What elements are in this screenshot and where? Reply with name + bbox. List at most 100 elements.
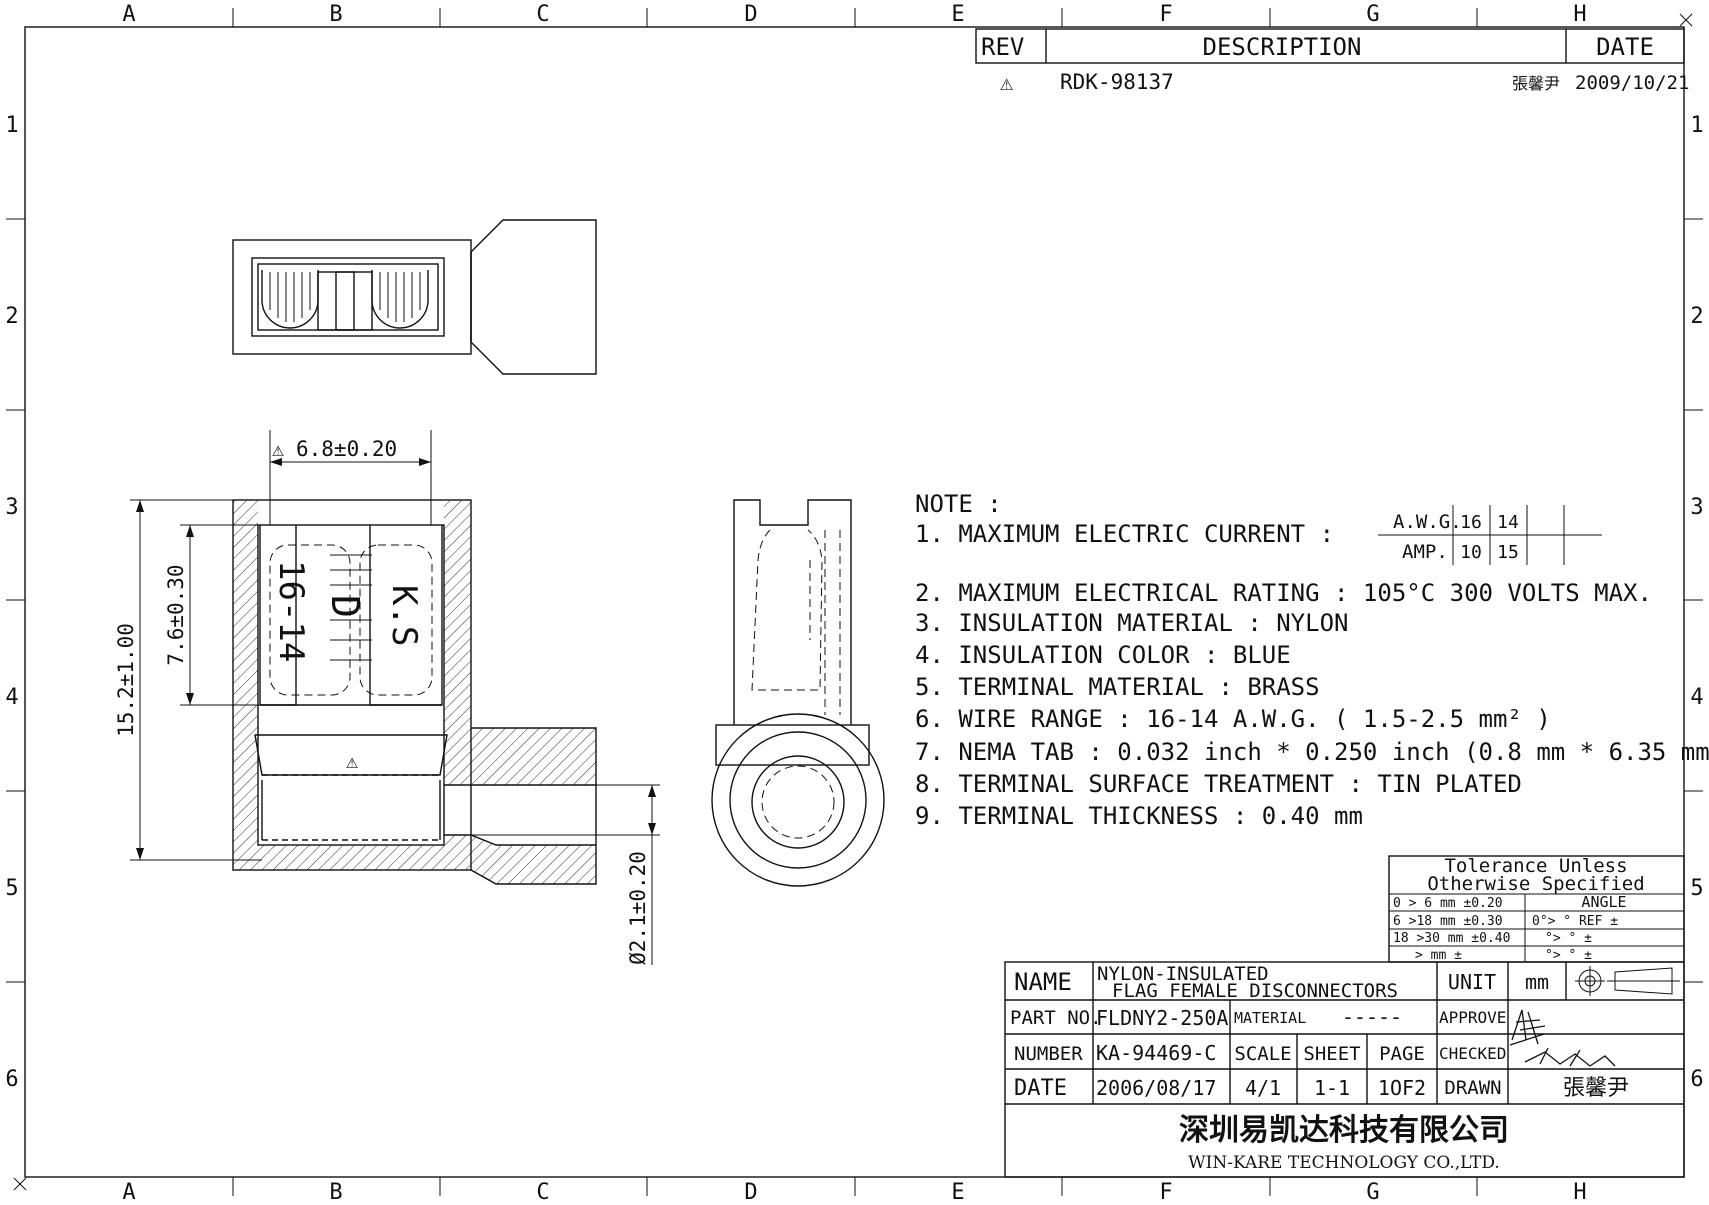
material-value: ----- bbox=[1342, 1005, 1402, 1029]
note-3: 3. INSULATION MATERIAL : NYLON bbox=[915, 609, 1348, 637]
sheet-label: SHEET bbox=[1303, 1043, 1360, 1065]
col-label-h-bottom: H bbox=[1573, 1180, 1586, 1205]
row-label-3-right: 3 bbox=[1690, 495, 1703, 520]
side-view-drawing bbox=[711, 499, 885, 887]
approval-signature bbox=[1509, 1009, 1616, 1067]
revision-symbol-icon: ⚠ bbox=[1000, 71, 1013, 96]
col-label-c-top: C bbox=[536, 2, 549, 27]
row-label-6-right: 6 bbox=[1690, 1067, 1703, 1092]
note-2: 2. MAXIMUM ELECTRICAL RATING : 105°C 300… bbox=[915, 579, 1652, 607]
note-8: 8. TERMINAL SURFACE TREATMENT : TIN PLAT… bbox=[915, 770, 1522, 798]
tolerance-angle-header: ANGLE bbox=[1581, 893, 1626, 911]
width-dimension-icon: ⚠ bbox=[272, 437, 284, 461]
col-label-g-bottom: G bbox=[1366, 1180, 1379, 1205]
col-label-d-top: D bbox=[744, 2, 757, 27]
col-label-a-top: A bbox=[122, 2, 135, 27]
col-label-c-bottom: C bbox=[536, 1180, 549, 1205]
row-label-2-right: 2 bbox=[1690, 304, 1703, 329]
row-label-4-left: 4 bbox=[5, 685, 18, 710]
tolerance-title-1: Tolerance Unless bbox=[1444, 855, 1627, 877]
warning-triangle-icon: ⚠ bbox=[346, 749, 358, 773]
col-label-f-top: F bbox=[1159, 2, 1172, 27]
note-4: 4. INSULATION COLOR : BLUE bbox=[915, 641, 1291, 669]
number-label: NUMBER bbox=[1014, 1043, 1083, 1065]
company-name-chinese: 深圳易凯达科技有限公司 bbox=[1179, 1113, 1509, 1148]
note-1: 1. MAXIMUM ELECTRIC CURRENT : bbox=[915, 520, 1334, 548]
diameter-dimension: Ø2.1±0.20 bbox=[626, 851, 650, 965]
col-label-h-top: H bbox=[1573, 2, 1586, 27]
revision-description: RDK-98137 bbox=[1060, 70, 1174, 94]
note-6: 6. WIRE RANGE : 16-14 A.W.G. ( 1.5-2.5 m… bbox=[915, 705, 1551, 733]
drawn-label: DRAWN bbox=[1444, 1077, 1501, 1099]
row-label-6-left: 6 bbox=[5, 1067, 18, 1092]
title-block: NAME NYLON-INSULATED FLAG FEMALE DISCONN… bbox=[1004, 961, 1685, 1178]
part-name-line-2: FLAG FEMALE DISCONNECTORS bbox=[1112, 980, 1398, 1002]
drawing-frame: A B C D E F G H A B C D E F G H 1 2 3 4 … bbox=[5, 2, 1703, 1205]
col-label-a-bottom: A bbox=[122, 1180, 135, 1205]
tolerance-row-2: 6 >18 mm ±0.30 bbox=[1393, 914, 1503, 929]
amp-label: AMP. bbox=[1402, 541, 1448, 563]
amp-10: 10 bbox=[1460, 542, 1482, 563]
note-7: 7. NEMA TAB : 0.032 inch * 0.250 inch (0… bbox=[915, 738, 1709, 766]
col-label-b-top: B bbox=[329, 2, 342, 27]
description-header: DESCRIPTION bbox=[1203, 33, 1362, 61]
front-section-drawing: 16-14 D K.S ⚠ ⚠ 6.8±0.20 15.2±1.00 7.6±0… bbox=[114, 430, 660, 965]
name-label: NAME bbox=[1014, 968, 1072, 996]
tolerance-table: Tolerance Unless Otherwise Specified ANG… bbox=[1388, 855, 1685, 963]
tolerance-row-4: > mm ± bbox=[1415, 948, 1462, 963]
col-label-d-bottom: D bbox=[744, 1180, 757, 1205]
height-inner-dimension: 7.6±0.30 bbox=[164, 564, 188, 665]
awg-label: A.W.G. bbox=[1393, 511, 1462, 533]
col-label-f-bottom: F bbox=[1159, 1180, 1172, 1205]
brand-marking: K.S bbox=[384, 585, 424, 646]
letter-marking: D bbox=[323, 595, 367, 618]
company-name-english: WIN-KARE TECHNOLOGY CO.,LTD. bbox=[1188, 1153, 1500, 1173]
col-label-b-bottom: B bbox=[329, 1180, 342, 1205]
part-no-value: FLDNY2-250A bbox=[1096, 1006, 1228, 1030]
notes-title: NOTE : bbox=[915, 490, 1002, 518]
part-name-line-1: NYLON-INSULATED bbox=[1097, 963, 1269, 985]
top-view-drawing bbox=[232, 219, 597, 375]
note-5: 5. TERMINAL MATERIAL : BRASS bbox=[915, 673, 1320, 701]
tolerance-angle-row-2: °> ° ± bbox=[1545, 931, 1592, 946]
row-label-5-right: 5 bbox=[1690, 876, 1703, 901]
number-value: KA-94469-C bbox=[1096, 1041, 1216, 1065]
row-label-2-left: 2 bbox=[5, 304, 18, 329]
page-value: 1OF2 bbox=[1378, 1076, 1426, 1100]
part-no-label: PART NO. bbox=[1010, 1007, 1102, 1029]
scale-value: 4/1 bbox=[1245, 1076, 1281, 1100]
revision-by: 張馨尹 bbox=[1512, 74, 1560, 93]
unit-value: mm bbox=[1525, 970, 1549, 994]
row-label-1-right: 1 bbox=[1690, 113, 1703, 138]
awg-16: 16 bbox=[1460, 512, 1482, 533]
row-label-5-left: 5 bbox=[5, 876, 18, 901]
gauge-marking: 16-14 bbox=[271, 560, 311, 662]
row-label-4-right: 4 bbox=[1690, 685, 1703, 710]
tolerance-angle-row-1: 0°> ° REF ± bbox=[1532, 914, 1618, 929]
date-header: DATE bbox=[1596, 33, 1654, 61]
page-label: PAGE bbox=[1379, 1043, 1425, 1065]
scale-label: SCALE bbox=[1234, 1043, 1291, 1065]
drawn-value: 張馨尹 bbox=[1563, 1076, 1629, 1101]
col-label-g-top: G bbox=[1366, 2, 1379, 27]
unit-label: UNIT bbox=[1448, 970, 1496, 994]
date-value: 2006/08/17 bbox=[1096, 1076, 1216, 1100]
width-dimension: 6.8±0.20 bbox=[296, 437, 397, 461]
notes-block: NOTE : 1. MAXIMUM ELECTRIC CURRENT : A.W… bbox=[915, 490, 1709, 830]
awg-amp-table: A.W.G. AMP. 16 14 10 15 bbox=[1378, 505, 1602, 565]
rev-header: REV bbox=[981, 33, 1024, 61]
tolerance-title-2: Otherwise Specified bbox=[1427, 873, 1644, 895]
row-label-1-left: 1 bbox=[5, 113, 18, 138]
material-label: MATERIAL bbox=[1234, 1009, 1306, 1027]
date-label: DATE bbox=[1014, 1076, 1067, 1101]
tolerance-angle-row-3: °> ° ± bbox=[1545, 948, 1592, 963]
checked-label: CHECKED bbox=[1439, 1044, 1506, 1063]
tolerance-row-1: 0 > 6 mm ±0.20 bbox=[1393, 896, 1503, 911]
row-label-3-left: 3 bbox=[5, 495, 18, 520]
revision-table: REV DESCRIPTION DATE ⚠ RDK-98137 張馨尹 200… bbox=[975, 28, 1689, 96]
tolerance-row-3: 18 >30 mm ±0.40 bbox=[1393, 931, 1510, 946]
note-9: 9. TERMINAL THICKNESS : 0.40 mm bbox=[915, 802, 1363, 830]
col-label-e-bottom: E bbox=[951, 1180, 964, 1205]
amp-15: 15 bbox=[1497, 542, 1519, 563]
